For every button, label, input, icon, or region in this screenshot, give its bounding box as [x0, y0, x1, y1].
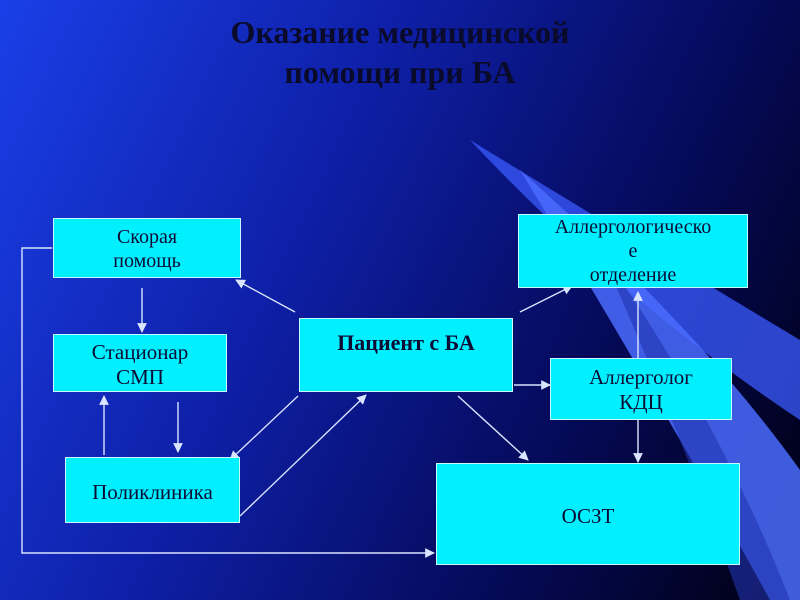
title-line-1: Оказание медицинской — [230, 14, 570, 50]
node-allergolog-kdc: Аллерголог КДЦ — [550, 358, 732, 420]
node-poliklinika: Поликлиника — [65, 457, 240, 523]
node-stacionar-smp: Стационар СМП — [53, 334, 227, 392]
node-pacient-s-ba: Пациент с БА — [299, 318, 513, 392]
node-skoraya-pomoshch: Скорая помощь — [53, 218, 241, 278]
slide-title: Оказание медицинской помощи при БА — [120, 12, 680, 92]
node-oszt: ОСЗТ — [436, 463, 740, 565]
title-line-2: помощи при БА — [284, 54, 516, 90]
node-allergologicheskoe-otdelenie: Аллергологическо е отделение — [518, 214, 748, 288]
